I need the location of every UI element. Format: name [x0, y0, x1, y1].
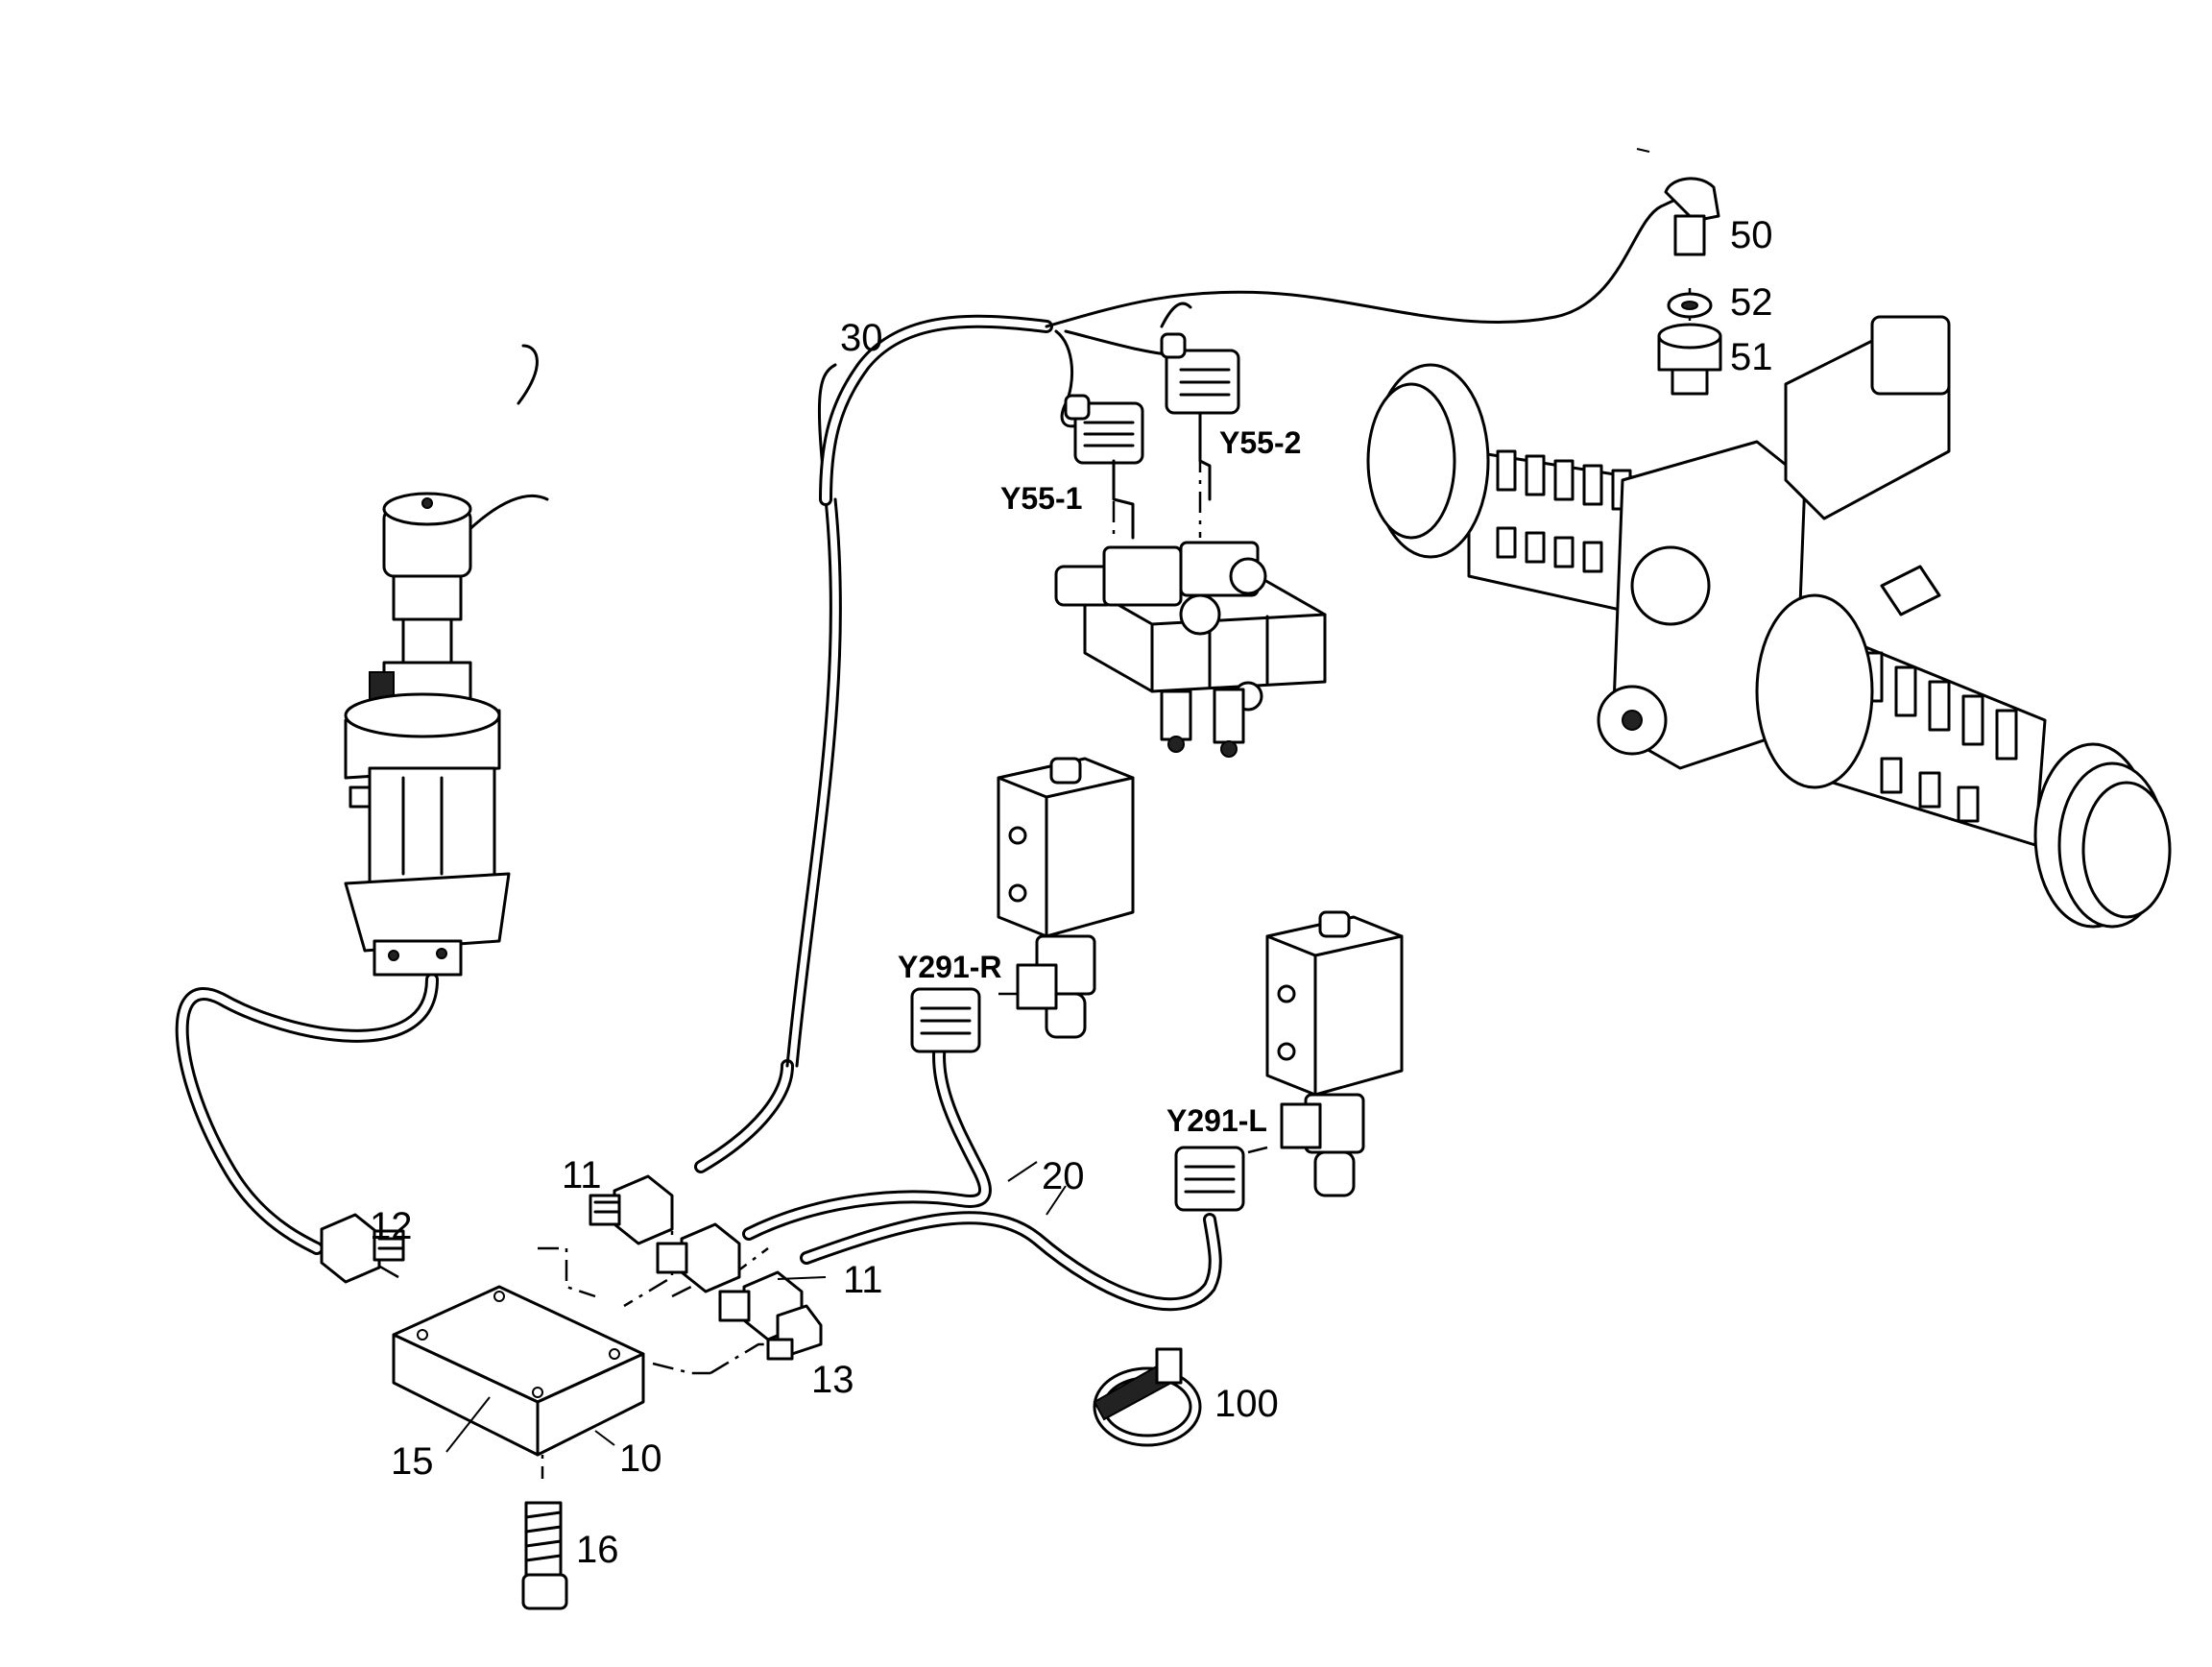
label-50: 50 [1730, 214, 1773, 256]
plug-connector-icon [1174, 1102, 1322, 1212]
elbow-fitting-icon [1664, 177, 1720, 256]
screw-fitting-icon [589, 1174, 674, 1245]
cables [175, 195, 1692, 1312]
screw-plug-icon [1657, 323, 1722, 396]
label-10: 10 [619, 1437, 662, 1480]
pressure-switch-icon [1265, 910, 1404, 1197]
steering-valve-icon [344, 492, 549, 977]
axle-ribs [1496, 449, 1632, 573]
plug-connector-icon [1064, 394, 1144, 465]
label-leaders [445, 148, 1650, 1453]
label-52: 52 [1730, 281, 1773, 324]
label-y55-2: Y55-2 [1219, 425, 1301, 460]
label-16: 16 [576, 1529, 619, 1571]
label-30: 30 [840, 317, 883, 359]
label-13: 13 [811, 1359, 854, 1401]
label-y291-l: Y291-L [1166, 1103, 1267, 1138]
screw-fitting-icon [320, 1213, 405, 1284]
sealing-ring-hole-icon [1681, 301, 1698, 310]
hose-clamp-icon [1093, 1347, 1202, 1447]
screw-plug-icon [766, 1304, 823, 1361]
bolt-icon [521, 1501, 568, 1610]
junction-box-icon [392, 1285, 645, 1457]
screw-fitting-icon [656, 1222, 741, 1293]
plug-connector-icon [1160, 332, 1240, 415]
label-12: 12 [370, 1205, 413, 1247]
drive-axle-icon [1366, 315, 2172, 929]
label-11-right: 11 [843, 1259, 883, 1301]
label-15: 15 [391, 1440, 434, 1483]
solenoid-valve-block-icon [1054, 541, 1327, 758]
y55-2-lead [1198, 411, 1212, 501]
label-100: 100 [1214, 1383, 1279, 1425]
axle-ribs [1861, 651, 2018, 823]
label-11-top: 11 [562, 1154, 602, 1196]
label-y55-1: Y55-1 [1000, 481, 1082, 516]
label-y291-r: Y291-R [898, 950, 1002, 984]
plug-connector-icon [910, 963, 1058, 1053]
label-20: 20 [1042, 1155, 1085, 1197]
label-51: 51 [1730, 336, 1773, 378]
y55-1-lead [1112, 459, 1135, 540]
part-labels: 50 52 51 30 Y55-1 Y55-2 Y291-R Y291-L 20… [370, 214, 1773, 1571]
